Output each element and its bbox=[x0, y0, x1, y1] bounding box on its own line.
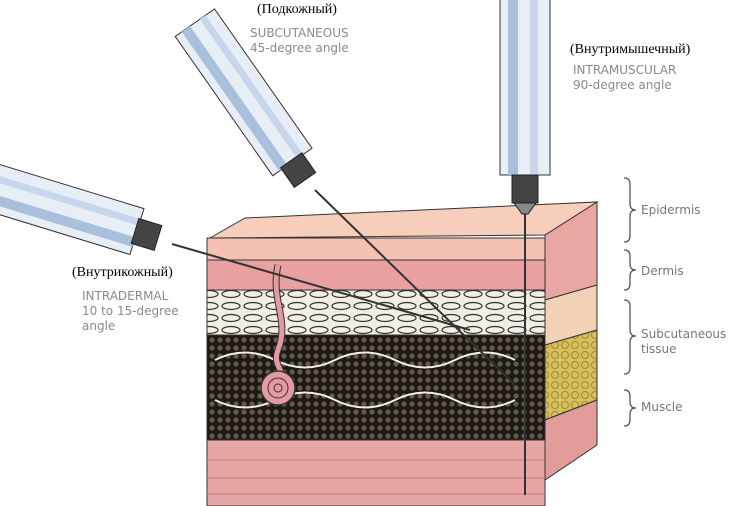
layer-braces bbox=[623, 177, 637, 427]
subcutaneous-name: SUBCUTANEOUS bbox=[250, 26, 349, 40]
intradermal-name: INTRADERMAL bbox=[82, 289, 169, 303]
layer-label-subcutaneous: Subcutaneous tissue bbox=[641, 327, 726, 357]
intradermal-syringe bbox=[0, 152, 471, 331]
intradermal-angle-line2: angle bbox=[82, 319, 116, 333]
subcutaneous-label: SUBCUTANEOUS 45-degree angle bbox=[250, 26, 349, 56]
subcutaneous-ru-label: (Подкожный) bbox=[257, 2, 337, 17]
subcutaneous-syringe bbox=[174, 8, 516, 386]
intramuscular-name: INTRAMUSCULAR bbox=[573, 63, 677, 77]
skin-top-face bbox=[208, 201, 599, 239]
intramuscular-ru-label: (Внутримышечный) bbox=[570, 42, 691, 57]
sweat-gland bbox=[260, 264, 296, 406]
intramuscular-angle: 90-degree angle bbox=[573, 78, 672, 92]
layer-label-muscle: Muscle bbox=[641, 400, 683, 414]
intradermal-label: INTRADERMAL 10 to 15-degree angle bbox=[82, 289, 179, 334]
intradermal-ru-label: (Внутрикожный) bbox=[72, 265, 173, 280]
intradermal-angle-line1: 10 to 15-degree bbox=[82, 304, 179, 318]
subcutaneous-angle: 45-degree angle bbox=[250, 41, 349, 55]
skin-side-face bbox=[544, 201, 598, 481]
intramuscular-label: INTRAMUSCULAR 90-degree angle bbox=[573, 63, 676, 93]
layer-label-subcutaneous-line1: Subcutaneous bbox=[641, 327, 727, 341]
layer-label-dermis: Dermis bbox=[641, 264, 684, 278]
layer-label-subcutaneous-line2: tissue bbox=[641, 342, 677, 356]
intramuscular-syringe bbox=[499, 0, 551, 495]
layer-label-epidermis: Epidermis bbox=[641, 203, 701, 217]
skin-front-face bbox=[206, 237, 546, 506]
